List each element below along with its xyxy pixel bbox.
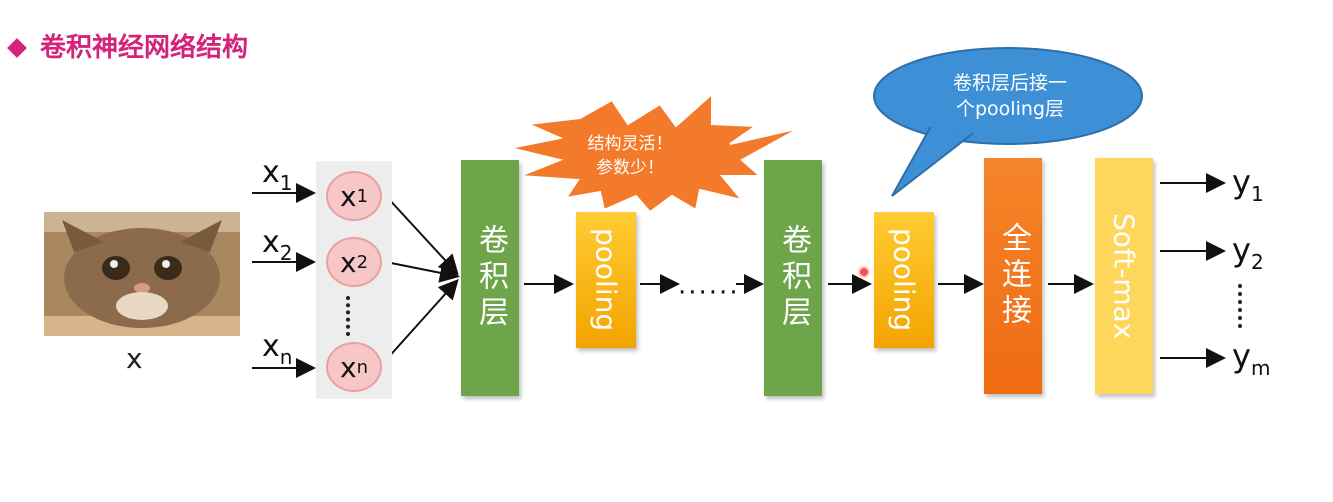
feature-label-2: x2 xyxy=(262,225,293,265)
cat-image xyxy=(44,212,240,336)
softmax-layer: Soft-max xyxy=(1095,158,1153,394)
pooling-layer-2: pooling xyxy=(874,212,934,348)
output-ellipsis xyxy=(1238,284,1248,328)
node-ellipsis xyxy=(346,296,358,336)
conv-layer-2: 卷积层 xyxy=(764,160,822,396)
feature-label-1: x1 xyxy=(262,155,293,195)
output-label-2: y2 xyxy=(1232,231,1264,274)
arrow-node2-conv xyxy=(385,261,460,283)
speech-bubble-text: 卷积层后接一 个pooling层 xyxy=(952,72,1067,120)
starburst-callout-shape xyxy=(509,91,801,214)
starburst-callout-text: 结构灵活！ 参数少！ xyxy=(587,134,673,178)
input-image-label: x xyxy=(126,342,143,375)
diamond-bullet-icon xyxy=(7,38,27,58)
speech-bubble-shape xyxy=(873,47,1143,145)
fully-connected-layer: 全连接 xyxy=(984,158,1042,394)
pooling-layer-1: pooling xyxy=(576,212,636,348)
feature-label-n: xn xyxy=(262,329,293,369)
pointer-cursor-icon xyxy=(860,268,868,276)
output-label-m: ym xyxy=(1232,337,1271,380)
slide-title: 卷积神经网络结构 xyxy=(7,30,249,66)
arrow-node1-conv xyxy=(385,195,459,275)
cat-face-icon xyxy=(44,212,240,336)
speech-bubble-tail xyxy=(891,126,975,197)
arrow-noden-conv xyxy=(385,279,459,361)
layer-ellipsis: ······ xyxy=(678,278,740,308)
output-label-1: y1 xyxy=(1232,163,1264,206)
conv-layer-1: 卷积层 xyxy=(461,160,519,396)
slide-title-text: 卷积神经网络结构 xyxy=(40,33,249,63)
